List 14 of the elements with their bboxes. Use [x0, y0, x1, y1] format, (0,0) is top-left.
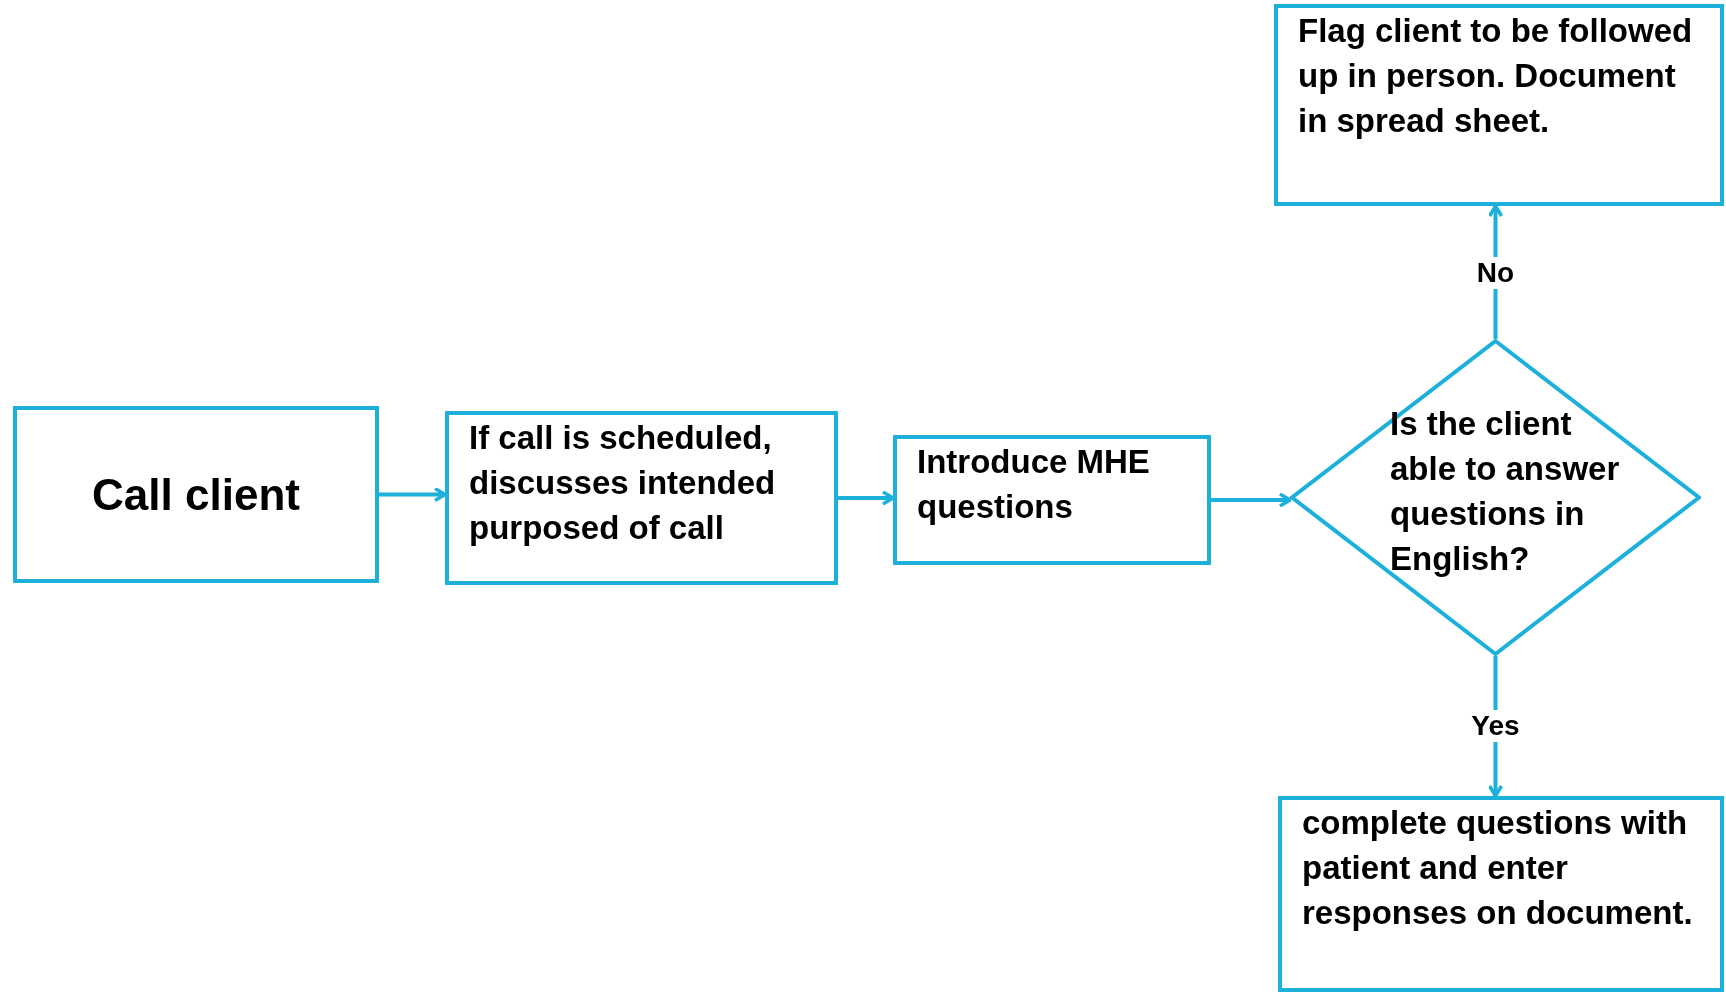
process-box	[893, 435, 1211, 565]
box-text: Flag client to be followed up in person. Document in spread sheet.	[1298, 11, 1694, 141]
process-box	[445, 411, 838, 585]
arrow	[838, 490, 895, 506]
box-text: Call client	[91, 468, 301, 521]
box-text: Introduce MHE questions	[917, 442, 1151, 527]
process-box	[1274, 4, 1724, 206]
arrow	[1211, 492, 1292, 508]
process-box	[1278, 796, 1724, 992]
box-text: If call is scheduled, discusses intended purposed of call	[469, 418, 777, 548]
decision-text: Is the client able to answer questions in English?	[1390, 404, 1621, 579]
box-text: complete questions with patient and enter responses on document.	[1302, 803, 1694, 933]
arrow	[379, 486, 447, 503]
process-box	[13, 406, 379, 583]
